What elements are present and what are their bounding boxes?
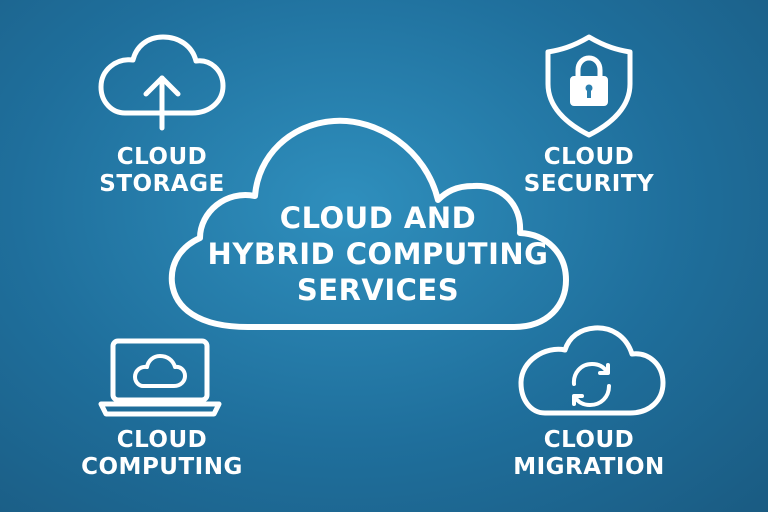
cloud-migration-label-line-2: MIGRATION bbox=[513, 454, 665, 480]
cloud-security-label: CLOUD SECURITY bbox=[489, 144, 689, 198]
central-title-line-3: SERVICES bbox=[296, 273, 460, 307]
cloud-upload-icon bbox=[98, 34, 226, 131]
cloud-migration-label-line-1: CLOUD bbox=[543, 427, 635, 453]
cloud-storage-label-line-1: CLOUD bbox=[116, 144, 208, 170]
cloud-computing-label-line-2: COMPUTING bbox=[81, 454, 243, 480]
central-title: CLOUD AND HYBRID COMPUTING SERVICES bbox=[188, 200, 568, 308]
shield-lock-icon bbox=[545, 34, 633, 138]
central-title-line-1: CLOUD AND bbox=[279, 201, 477, 235]
cloud-security-label-line-1: CLOUD bbox=[543, 144, 635, 170]
cloud-computing-label: CLOUD COMPUTING bbox=[62, 427, 262, 481]
cloud-storage-label: CLOUD STORAGE bbox=[62, 144, 262, 198]
central-title-line-2: HYBRID COMPUTING bbox=[207, 237, 549, 271]
cloud-storage-label-line-2: STORAGE bbox=[99, 171, 225, 197]
laptop-cloud-icon bbox=[98, 338, 222, 417]
cloud-security-label-line-2: SECURITY bbox=[523, 171, 655, 197]
cloud-sync-icon bbox=[518, 325, 666, 416]
central-cloud-icon bbox=[168, 117, 569, 330]
cloud-migration-label: CLOUD MIGRATION bbox=[489, 427, 689, 481]
cloud-computing-label-line-1: CLOUD bbox=[116, 427, 208, 453]
